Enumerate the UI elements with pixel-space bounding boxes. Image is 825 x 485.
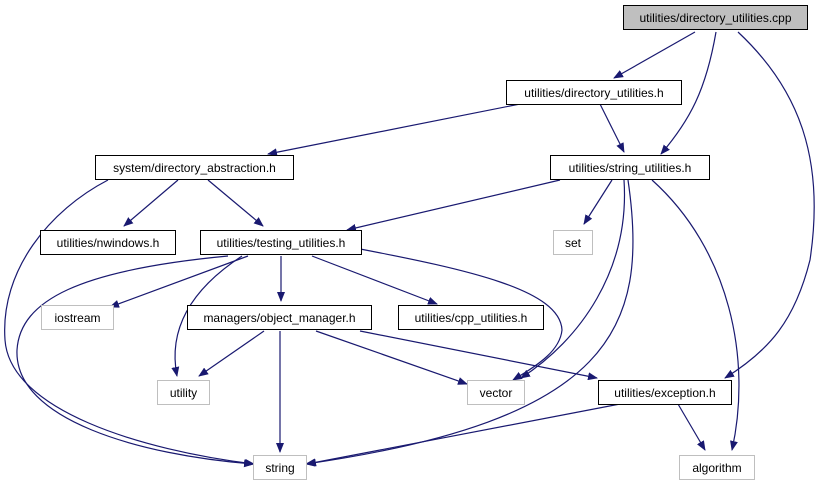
edge-object-manager-h-to-exception-h (359, 330, 598, 381)
edge-cpp-to-string-utilities-h (660, 31, 717, 155)
node-iostream: iostream (41, 305, 114, 330)
node-algorithm: algorithm (679, 455, 755, 480)
edge-testing-utilities-h-to-string (16, 255, 254, 468)
node-label: utilities/directory_utilities.cpp (639, 10, 792, 25)
edge-object-manager-h-to-vector (315, 330, 468, 385)
edge-testing-utilities-h-to-cpp-utilities-h (311, 255, 438, 305)
node-directory-utilities-h[interactable]: utilities/directory_utilities.h (506, 80, 682, 105)
edge-directory-utilities-h-to-directory-abstraction-h (267, 103, 521, 157)
edge-directory-abstraction-h-to-testing-utilities-h (207, 179, 264, 227)
edge-cpp-to-directory-utilities-h (613, 31, 696, 79)
node-testing-utilities-h[interactable]: utilities/testing_utilities.h (200, 230, 362, 255)
node-label: set (564, 235, 581, 250)
edge-exception-h-to-algorithm (677, 403, 706, 451)
node-label: managers/object_manager.h (203, 310, 356, 325)
edge-string-utilities-h-to-testing-utilities-h (346, 179, 561, 232)
node-label: utilities/string_utilities.h (568, 160, 692, 175)
node-label: vector (479, 385, 513, 400)
edge-exception-h-to-string (306, 403, 621, 467)
node-exception-h[interactable]: utilities/exception.h (598, 380, 732, 405)
edge-directory-utilities-h-to-string-utilities-h (599, 103, 625, 153)
node-label: iostream (54, 310, 101, 325)
node-directory-utilities-cpp[interactable]: utilities/directory_utilities.cpp (623, 5, 808, 30)
edge-directory-abstraction-h-to-nwindows-h (123, 179, 179, 227)
node-label: utilities/cpp_utilities.h (414, 310, 528, 325)
edge-testing-utilities-h-to-utility (171, 255, 243, 377)
node-label: string (265, 460, 295, 475)
node-label: utility (169, 385, 198, 400)
node-string-utilities-h[interactable]: utilities/string_utilities.h (550, 155, 710, 180)
node-label: utilities/testing_utilities.h (216, 235, 346, 250)
node-label: utilities/exception.h (614, 385, 716, 400)
edge-directory-abstraction-h-to-string (4, 179, 255, 467)
node-nwindows-h[interactable]: utilities/nwindows.h (40, 230, 176, 255)
edge-object-manager-h-to-utility (198, 330, 265, 377)
node-vector: vector (467, 380, 525, 405)
node-set: set (553, 230, 593, 255)
node-directory-abstraction-h[interactable]: system/directory_abstraction.h (95, 155, 294, 180)
edge-string-utilities-h-to-vector (520, 179, 626, 379)
node-string: string (253, 455, 307, 480)
edge-string-utilities-h-to-set (583, 179, 613, 225)
edge-cpp-to-exception-h (724, 31, 815, 379)
node-label: system/directory_abstraction.h (113, 160, 276, 175)
node-object-manager-h[interactable]: managers/object_manager.h (187, 305, 372, 330)
node-cpp-utilities-h[interactable]: utilities/cpp_utilities.h (398, 305, 544, 330)
node-utility: utility (157, 380, 210, 405)
edge-testing-utilities-h-to-vector (354, 247, 563, 381)
edge-testing-utilities-h-to-iostream (109, 255, 249, 308)
node-label: algorithm (692, 460, 742, 475)
node-label: utilities/directory_utilities.h (524, 85, 664, 100)
edge-string-utilities-h-to-algorithm (651, 179, 740, 451)
node-label: utilities/nwindows.h (56, 235, 160, 250)
